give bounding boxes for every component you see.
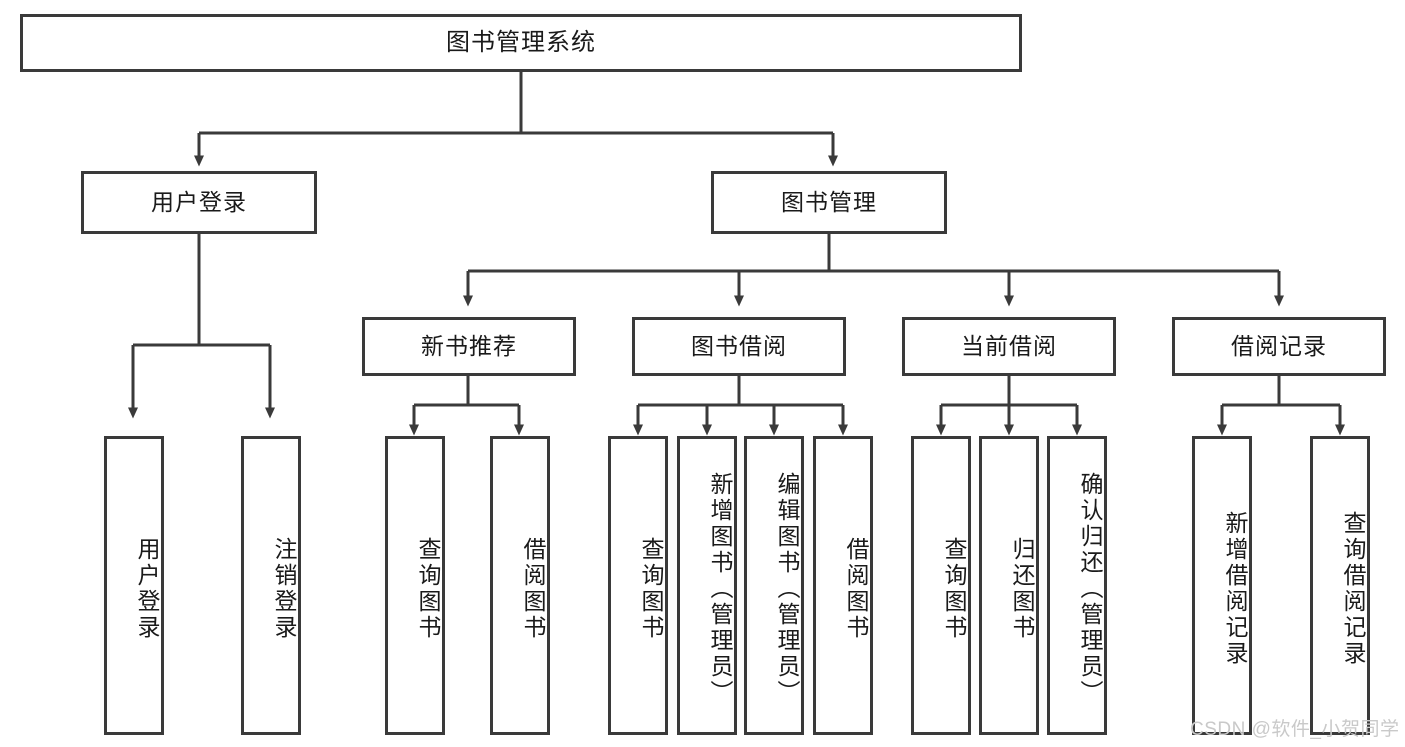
- leaf-confirm-return-admin[interactable]: 确认归还（管理员）: [1047, 436, 1107, 735]
- node-new-book-recommend[interactable]: 新书推荐: [362, 317, 576, 376]
- node-label: 归还图书: [1009, 536, 1035, 641]
- node-label: 当前借阅: [961, 333, 1057, 360]
- node-label: 查询图书: [941, 536, 967, 641]
- node-label: 用户登录: [134, 536, 160, 641]
- leaf-return-book[interactable]: 归还图书: [979, 436, 1039, 735]
- node-label: 借阅记录: [1231, 333, 1327, 360]
- node-label: 查询借阅记录: [1340, 510, 1366, 667]
- leaf-borrow-books-new[interactable]: 借阅图书: [490, 436, 550, 735]
- node-label: 图书借阅: [691, 333, 787, 360]
- watermark: CSDN @软件_小贺同学: [1190, 719, 1400, 740]
- node-user-login[interactable]: 用户登录: [81, 171, 317, 234]
- leaf-borrow-book[interactable]: 借阅图书: [813, 436, 873, 735]
- node-label: 用户登录: [151, 189, 247, 216]
- node-label: 新书推荐: [421, 333, 517, 360]
- leaf-user-login[interactable]: 用户登录: [104, 436, 164, 735]
- node-label: 新增图书（管理员）: [707, 471, 733, 706]
- leaf-query-borrow-record[interactable]: 查询借阅记录: [1310, 436, 1370, 735]
- node-label: 借阅图书: [843, 536, 869, 641]
- node-label: 注销登录: [271, 536, 297, 641]
- node-current-borrow[interactable]: 当前借阅: [902, 317, 1116, 376]
- node-label: 查询图书: [415, 536, 441, 641]
- node-label: 图书管理: [781, 189, 877, 216]
- node-label: 查询图书: [638, 536, 664, 641]
- leaf-user-logout[interactable]: 注销登录: [241, 436, 301, 735]
- node-root-system[interactable]: 图书管理系统: [20, 14, 1022, 72]
- leaf-query-books-borrow[interactable]: 查询图书: [608, 436, 668, 735]
- node-label: 确认归还（管理员）: [1077, 471, 1103, 706]
- node-label: 新增借阅记录: [1222, 510, 1248, 667]
- node-book-management[interactable]: 图书管理: [711, 171, 947, 234]
- leaf-query-books-new[interactable]: 查询图书: [385, 436, 445, 735]
- leaf-edit-book-admin[interactable]: 编辑图书（管理员）: [744, 436, 804, 735]
- node-label: 借阅图书: [520, 536, 546, 641]
- leaf-add-borrow-record[interactable]: 新增借阅记录: [1192, 436, 1252, 735]
- node-borrow-records[interactable]: 借阅记录: [1172, 317, 1386, 376]
- node-label: 图书管理系统: [446, 29, 596, 56]
- node-label: 编辑图书（管理员）: [774, 471, 800, 706]
- node-book-borrow[interactable]: 图书借阅: [632, 317, 846, 376]
- leaf-query-books-current[interactable]: 查询图书: [911, 436, 971, 735]
- leaf-add-book-admin[interactable]: 新增图书（管理员）: [677, 436, 737, 735]
